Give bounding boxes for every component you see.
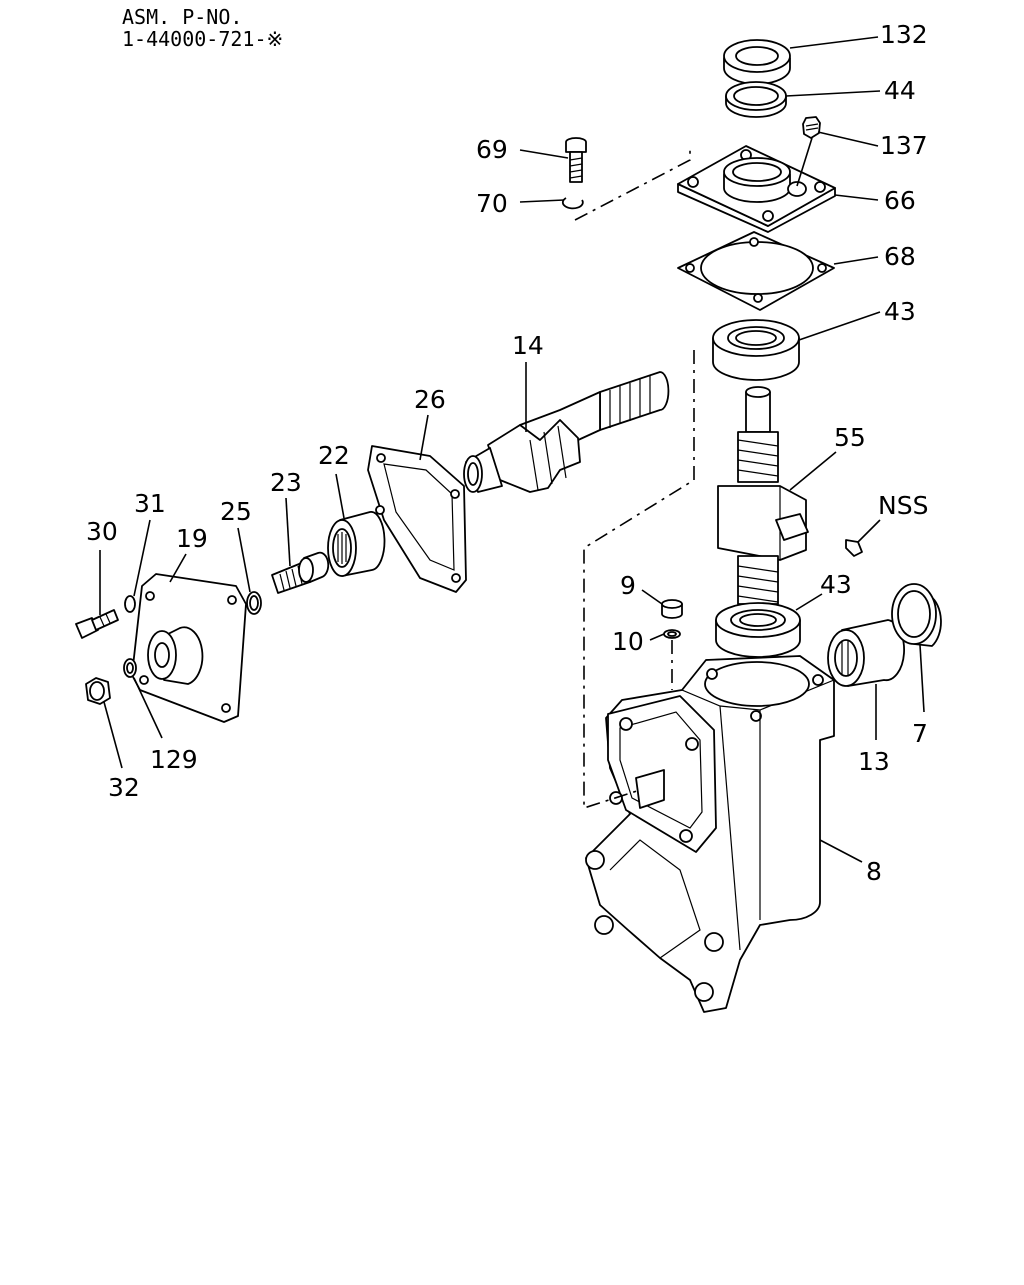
callout-9: 9 <box>620 571 636 600</box>
part-66-cover-plate <box>677 145 836 233</box>
part-43-bearing-upper <box>712 319 800 381</box>
part-13-needle-bearing <box>827 619 905 687</box>
callout-66: 66 <box>884 186 916 215</box>
callout-68: 68 <box>884 242 916 271</box>
callout-69: 69 <box>476 135 508 164</box>
callout-23: 23 <box>270 468 302 497</box>
callout-13: 13 <box>858 747 890 776</box>
callout-30: 30 <box>86 517 118 546</box>
callout-132: 132 <box>880 20 928 49</box>
part-55-sector-shaft <box>717 386 809 605</box>
callout-7: 7 <box>912 719 928 748</box>
callout-labels: 132 44 137 66 68 43 69 70 14 26 22 23 55… <box>86 20 928 886</box>
callout-129: 129 <box>150 745 198 774</box>
callout-43-upper: 43 <box>884 297 916 326</box>
callout-19: 19 <box>176 524 208 553</box>
callout-31: 31 <box>134 489 166 518</box>
callout-44: 44 <box>884 76 916 105</box>
callout-55: 55 <box>834 423 866 452</box>
part-10-washer <box>663 629 681 639</box>
callout-137: 137 <box>880 131 928 160</box>
part-19-end-cover <box>131 573 247 723</box>
part-44-ring <box>725 81 787 118</box>
part-132-oil-seal <box>723 39 791 85</box>
assembly-label: ASM. P-NO. <box>122 5 242 29</box>
leader-lines <box>99 36 925 863</box>
part-7-seal-ring <box>891 583 942 647</box>
callout-nss: NSS <box>878 491 928 520</box>
part-137-plug <box>802 116 821 139</box>
part-26-gasket <box>367 445 467 593</box>
part-9-plug <box>661 599 683 619</box>
part-31-washer <box>124 595 136 613</box>
part-69-bolt <box>565 137 587 183</box>
part-32-nut <box>85 677 111 705</box>
part-25-oring <box>246 591 262 615</box>
part-23-pin <box>271 551 330 594</box>
callout-43-lower: 43 <box>820 570 852 599</box>
assembly-part-number: 1-44000-721-※ <box>122 27 283 51</box>
part-14-pinion-shaft <box>463 371 670 493</box>
part-8-gear-housing <box>585 655 836 1013</box>
callout-32: 32 <box>108 773 140 802</box>
callout-14: 14 <box>512 331 544 360</box>
part-68-gasket <box>677 231 835 311</box>
part-129-washer <box>123 658 137 678</box>
callout-8: 8 <box>866 857 882 886</box>
callout-22: 22 <box>318 441 350 470</box>
part-43-bearing-lower <box>715 602 801 658</box>
callout-25: 25 <box>220 497 252 526</box>
callout-70: 70 <box>476 189 508 218</box>
part-nss-screw <box>845 539 863 557</box>
part-30-bolt <box>75 609 119 639</box>
part-22-needle-bearing <box>327 511 386 577</box>
callout-10: 10 <box>612 627 644 656</box>
part-70-washer <box>561 197 584 210</box>
callout-26: 26 <box>414 385 446 414</box>
centerline-bolt-69-to-cover <box>574 150 691 221</box>
